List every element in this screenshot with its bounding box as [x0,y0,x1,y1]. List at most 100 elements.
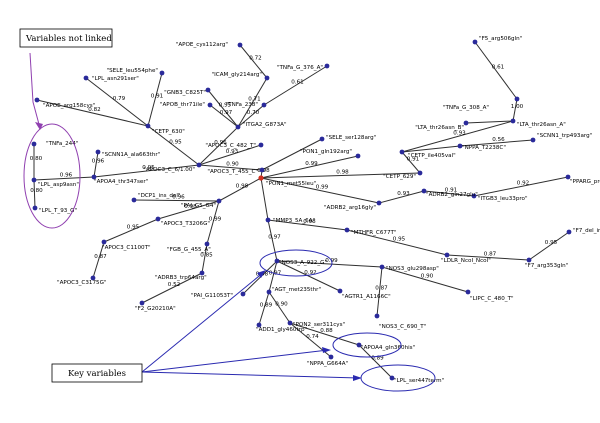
node-cetp_629[interactable] [417,170,423,176]
node-dcp1[interactable] [131,197,137,203]
node-label-cetp_629: "CETP_629" [383,174,416,180]
node-label-agtr1: "AGTR1_A1166C" [342,294,391,300]
edge-weight-label: 0.96 [60,173,73,179]
node-apoc3_c482[interactable] [258,142,264,148]
node-nos3_a922[interactable] [274,258,280,264]
node-label-lta_thr26b: "LTA_thr26asn_B" [415,125,464,131]
edge-mmp3-nos3_a922 [267,219,278,262]
node-apoe_cys112[interactable] [237,42,243,48]
node-tnfa_244[interactable] [31,141,37,147]
callout-key: Key variables [51,363,143,383]
edge-weight-label: 0.87 [484,252,497,258]
node-tnfa_238[interactable] [261,102,267,108]
node-label-apoa4_thr347: "APOA4_thr347ser" [94,179,149,185]
node-f5_arg506[interactable] [472,39,478,45]
node-apoc3_c61[interactable] [196,162,202,168]
node-nppa_t2238[interactable] [457,143,463,149]
node-mthfr[interactable] [344,227,350,233]
edge-weight-label: 0.80 [30,188,43,194]
node-lpl_ser447[interactable] [389,375,395,381]
node-scnn1a[interactable] [95,149,101,155]
node-pon2[interactable] [287,320,293,326]
node-pon1_gln192[interactable] [355,153,361,159]
node-add1[interactable] [256,322,262,328]
edge-weight-label: 0.89 [371,356,384,362]
node-apob_thr71[interactable] [207,102,213,108]
node-label-sele_leu554: "SELE_leu554phe" [107,68,159,74]
edge-weight-label: 0.61 [291,80,304,86]
node-icam_gly214[interactable] [264,75,270,81]
node-pai_g5[interactable] [216,198,222,204]
key-arrowhead-1 [257,270,266,278]
node-itga2[interactable] [235,124,241,130]
node-f2[interactable] [139,300,145,306]
node-sele_ser128[interactable] [319,136,325,142]
edge-nos3_glu298-lipc [381,266,469,293]
key-ring-apoa4 [332,332,402,358]
node-gnb3_c825[interactable] [205,87,211,93]
edge-apoe_arg158-cetp_630 [36,99,149,127]
node-lta_thr26b[interactable] [463,120,469,126]
edge-weight-label: 0.96 [172,195,185,201]
node-apoc3_c3175[interactable] [90,275,96,281]
node-label-scnn1_trp493: "SCNN1_trp493arg" [537,133,593,139]
node-lpl_asn291[interactable] [83,75,89,81]
node-apoc3_t3206[interactable] [155,216,161,222]
node-apoc3_c1100[interactable] [101,239,107,245]
node-label-fgb: "FGB_G_455_A" [167,247,211,253]
node-agt_met235[interactable] [266,289,272,295]
node-itgb3[interactable] [471,193,477,199]
node-sele_leu554[interactable] [159,70,165,76]
node-cetp_630[interactable] [145,123,151,129]
node-lta_thr26[interactable] [510,118,516,124]
node-label-lpl_asn291: "LPL_asn291ser" [92,76,139,82]
edge-adrb2_arg16-pon1_met55 [260,177,380,204]
node-f7_arg353[interactable] [526,257,532,263]
node-pparg[interactable] [565,174,571,180]
edge-lpl_asp9-apoa4_thr347 [33,176,95,181]
node-label-adrb3: "ADRB3_trp64arg" [155,275,207,281]
node-label-f7_del: "F7_del_ins" [573,228,600,234]
edge-nppa_t2238-cetp_ile [401,145,461,153]
node-labels-layer: "APOE_cys112arg""F5_arg506gln""SELE_leu5… [38,36,600,384]
node-pon1_met55[interactable] [258,175,264,181]
node-apoc3_t455[interactable] [259,167,265,173]
node-lpl_t93[interactable] [32,205,38,211]
node-adrb3[interactable] [199,270,205,276]
edge-weight-label: 0.52 [168,282,180,288]
node-label-nos3_glu298: "NOS3_glu298asp" [386,266,439,272]
node-label-tnfa_g308: "TNFa_G_308_A" [443,105,490,111]
node-mmp3[interactable] [265,217,271,223]
node-fgb[interactable] [204,241,210,247]
node-scnn1_trp493[interactable] [530,137,536,143]
node-tnfa_g376[interactable] [324,63,330,69]
edge-nos3_glu298-nos3_c690 [376,266,383,317]
edge-icam_gly214-itga2 [237,77,268,128]
node-nppa_g664[interactable] [328,354,334,360]
node-apoa4_gln360[interactable] [356,342,362,348]
node-cetp_ile[interactable] [399,149,405,155]
node-apoa4_thr347[interactable] [91,174,97,180]
node-lpl_asp9[interactable] [31,177,37,183]
node-label-lpl_asp9: "LPL_asp9asn" [38,182,79,188]
node-label-add1: "ADD1_gly460trp" [256,327,308,333]
node-adrb2_gln27[interactable] [421,188,427,194]
edge-nos3_a922-agt_met235 [268,260,278,293]
edge-weight-label: 0.98 [336,170,349,176]
node-tnfa_g308[interactable] [514,96,520,102]
node-label-apoe_arg158: "APOE_arg158cys" [43,103,96,109]
node-f7_del[interactable] [566,229,572,235]
edge-weight-label: 0.98 [303,219,316,225]
edge-apob_thr71-itga2 [209,104,239,128]
node-label-apoc3_t3206: "APOC3_T3206G" [161,221,210,227]
node-nos3_c690[interactable] [374,313,380,319]
node-pai_g11053[interactable] [240,291,246,297]
node-agtr1[interactable] [337,288,343,294]
node-lipc[interactable] [465,289,471,295]
node-apoe_arg158[interactable] [34,97,40,103]
node-ldlr[interactable] [444,252,450,258]
edge-weight-label: 0.96 [214,140,227,146]
node-label-agt_met235: "AGT_met235thr" [272,287,321,293]
node-adrb2_arg16[interactable] [376,200,382,206]
node-nos3_glu298[interactable] [379,264,385,270]
